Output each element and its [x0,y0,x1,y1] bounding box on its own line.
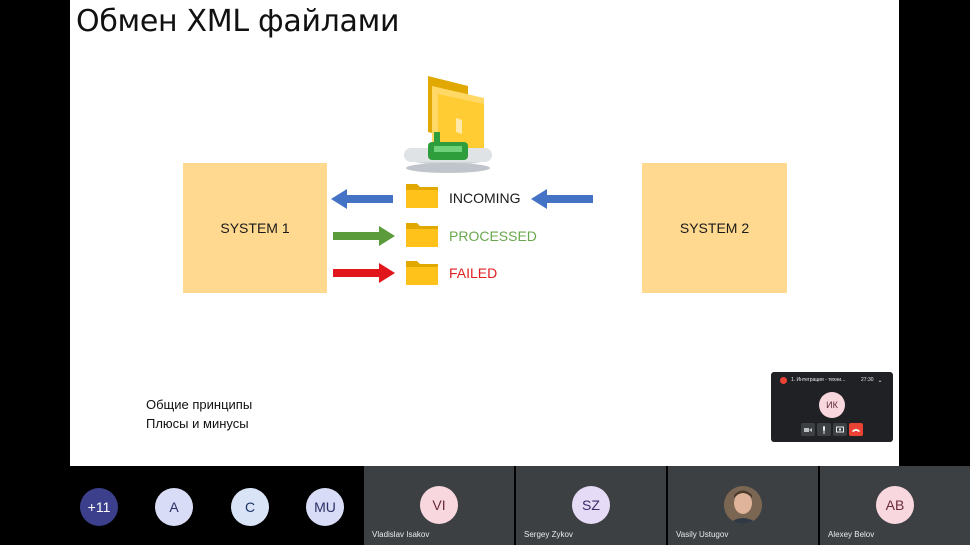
end-call-button[interactable] [849,423,863,436]
note-line: Плюсы и минусы [146,416,249,431]
call-timer: 27:30 [861,377,874,383]
arrow-incoming-to-system1 [331,189,393,209]
folder-label-failed: FAILED [449,265,498,281]
folder-failed-icon [406,261,438,285]
camera-icon [804,427,812,432]
folder-processed-icon [406,223,438,247]
present-screen-button[interactable] [833,423,847,436]
arrow-system1-to-processed [333,226,395,246]
present-icon [836,426,844,432]
avatar-photo [724,486,762,524]
participant-avatar[interactable]: A [155,488,193,526]
avatar: VI [420,486,458,524]
camera-button[interactable] [801,423,815,436]
mini-call-window[interactable]: 1. Интеграция - техни... 27:30 ⌄ ИК [771,372,893,442]
system-2-box: SYSTEM 2 [642,163,787,293]
shared-folder-icon [404,76,492,173]
participant-tile[interactable]: AB Alexey Belov [820,466,970,545]
participant-name: Vasily Ustugov [676,530,729,539]
slide-notes: Общие принципы Плюсы и минусы [146,395,252,433]
microphone-button[interactable] [817,423,831,436]
recording-icon [780,376,787,384]
chevron-down-icon[interactable]: ⌄ [877,376,883,384]
avatar: ИК [819,392,845,418]
person-photo-icon [724,486,762,524]
note-line: Общие принципы [146,397,253,412]
hang-up-icon [852,428,860,432]
participant-avatar[interactable]: MU [306,488,344,526]
mini-controls [801,423,863,436]
presentation-slide: Обмен XML файлами SYSTEM 1 SYSTEM 2 [70,0,899,466]
participant-tile[interactable]: SZ Sergey Zykov [516,466,666,545]
arrow-system2-to-incoming [531,189,593,209]
participant-name: Alexey Belov [828,530,875,539]
participant-avatar[interactable]: C [231,488,269,526]
more-participants-button[interactable]: +11 [80,488,118,526]
participant-name: Sergey Zykov [524,530,573,539]
participant-tile[interactable]: Vasily Ustugov [668,466,818,545]
microphone-icon [823,425,825,434]
participant-name: Vladislav Isakov [372,530,430,539]
folder-incoming-icon [406,184,438,208]
avatar: AB [876,486,914,524]
slide-title: Обмен XML файлами [76,4,400,39]
mini-window-title: 1. Интеграция - техни... [791,377,846,383]
folder-label-incoming: INCOMING [449,190,521,206]
participant-tile[interactable]: VI Vladislav Isakov [364,466,514,545]
avatar: SZ [572,486,610,524]
mini-window-header: 1. Интеграция - техни... 27:30 ⌄ [771,372,893,388]
arrow-system1-to-failed [333,263,395,283]
folder-label-processed: PROCESSED [449,228,537,244]
system-1-box: SYSTEM 1 [183,163,327,293]
